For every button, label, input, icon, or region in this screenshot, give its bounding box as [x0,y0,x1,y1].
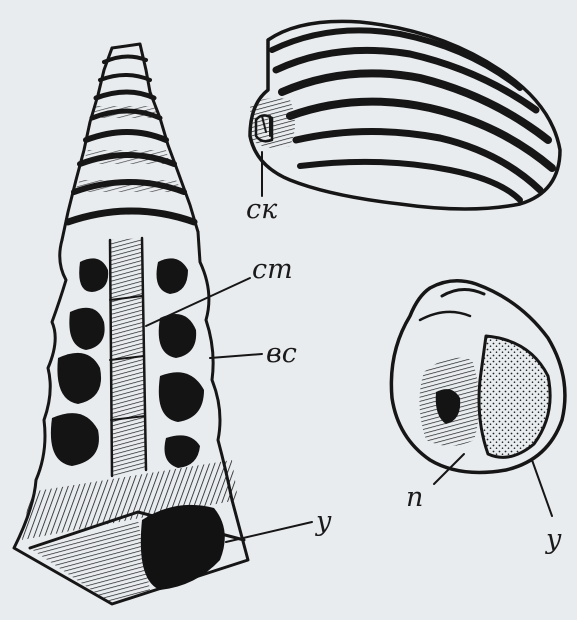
snail-shell-drawing [391,281,565,473]
label-tower-inner-wall: вс [266,338,297,369]
label-tower-mouth: у [315,506,332,537]
leader-snail-cap [434,454,464,484]
label-snail-cap: п [406,482,423,513]
label-clam-hinge: ск [246,194,278,225]
label-tower-columella: ст [252,254,293,285]
leader-snail-mouth [532,460,552,516]
tower-body-whorl [14,232,248,604]
tower-spire [62,44,198,240]
tower-shell-drawing [14,44,248,604]
leader-tower-inner-wall [210,354,262,358]
clam-shell-drawing [250,21,560,209]
label-snail-mouth: у [545,524,562,555]
